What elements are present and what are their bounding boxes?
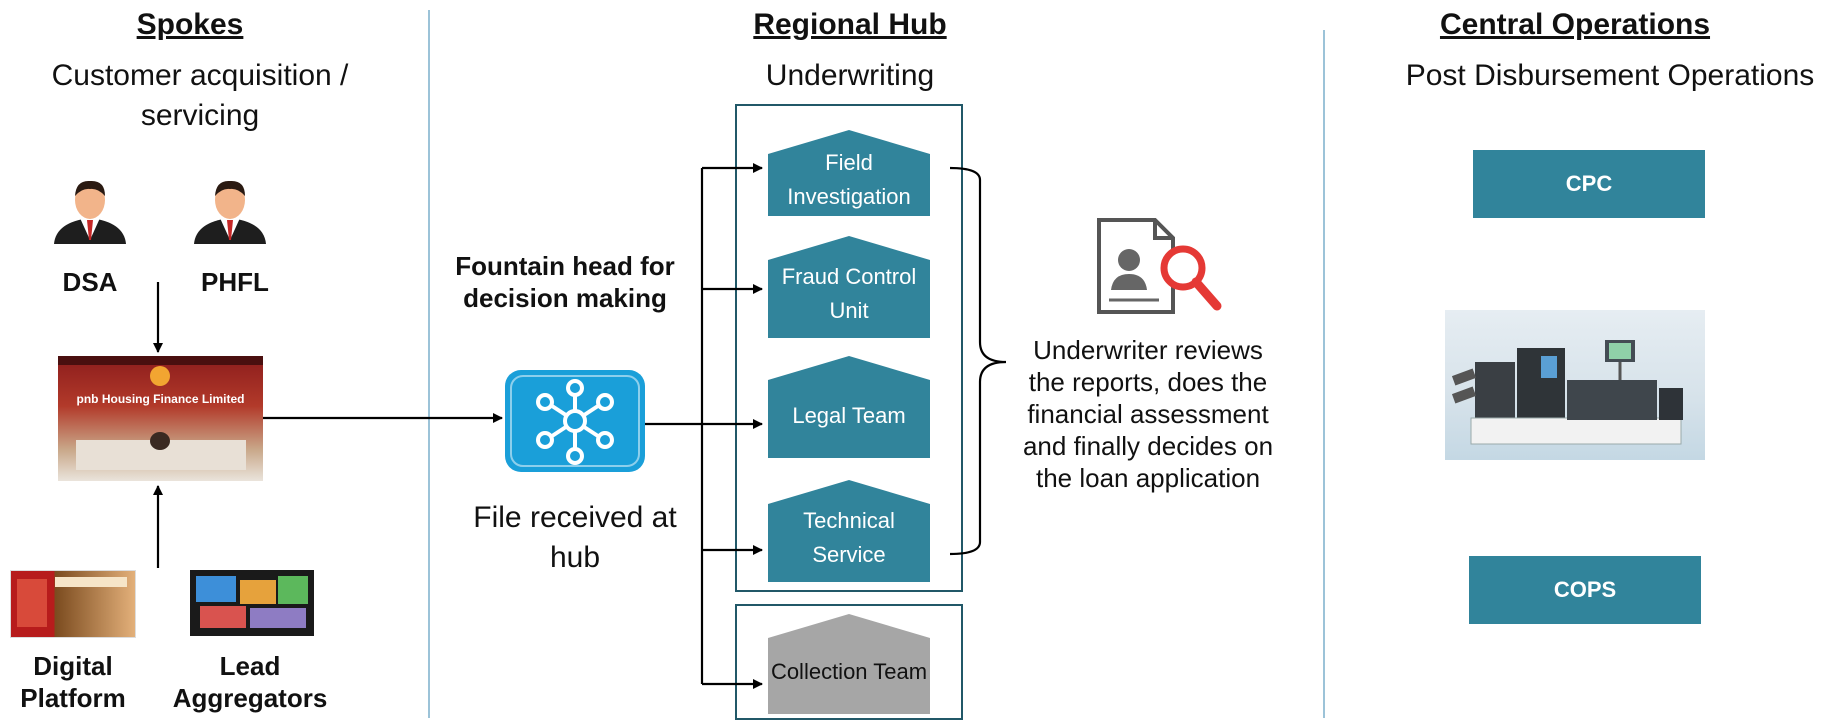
- lead-aggregators-screenshot: [190, 570, 314, 636]
- team-legal-label: Legal Team: [792, 403, 906, 428]
- spokes-subtitle: Customer acquisition / servicing: [51, 59, 349, 132]
- cops-box: COPS: [1469, 556, 1701, 624]
- phfl-person-icon: [194, 180, 266, 244]
- underwriting-teams-box: [735, 104, 963, 592]
- dsa-person-icon: [54, 180, 126, 244]
- team-fraud-control-label: Fraud Control Unit: [781, 264, 917, 323]
- branch-office-photo: pnb Housing Finance Limited: [58, 356, 263, 481]
- phfl-label: PHFL: [201, 267, 269, 297]
- team-field-investigation: Field Investigation: [768, 130, 930, 216]
- team-technical-service-label: Technical Service: [803, 508, 895, 567]
- divider-right: [1323, 30, 1325, 718]
- dsa-label: DSA: [62, 267, 118, 297]
- collection-team-box: [735, 604, 963, 720]
- team-collection: Collection Team: [768, 614, 930, 714]
- team-legal: Legal Team: [768, 356, 930, 458]
- digital-platform-label: Digital Platform: [20, 651, 126, 713]
- central-operations-subtitle: Post Disbursement Operations: [1405, 59, 1815, 92]
- cpc-box: CPC: [1473, 150, 1705, 218]
- underwriter-review-text: Underwriter reviews the reports, does th…: [1022, 335, 1274, 493]
- central-operations-title: Central Operations: [1439, 8, 1711, 41]
- regional-hub-title: Regional Hub: [753, 8, 947, 41]
- document-search-icon: [1097, 218, 1222, 314]
- team-field-investigation-label: Field Investigation: [787, 150, 911, 209]
- lead-aggregators-label: Lead Aggregators: [172, 651, 328, 713]
- spokes-title: Spokes: [136, 8, 244, 41]
- digital-platform-screenshot: [10, 570, 136, 638]
- branch-sign-text: pnb Housing Finance Limited: [76, 392, 245, 406]
- divider-left: [428, 10, 430, 718]
- team-fraud-control: Fraud Control Unit: [768, 236, 930, 338]
- team-collection-label: Collection Team: [770, 659, 928, 684]
- fountain-head-title: Fountain head for decision making: [455, 251, 675, 313]
- file-received-caption: File received at hub: [473, 501, 677, 574]
- regional-hub-subtitle: Underwriting: [765, 59, 935, 92]
- network-hub-icon: [505, 370, 645, 472]
- team-technical-service: Technical Service: [768, 480, 930, 582]
- processing-machine-image: [1445, 310, 1705, 460]
